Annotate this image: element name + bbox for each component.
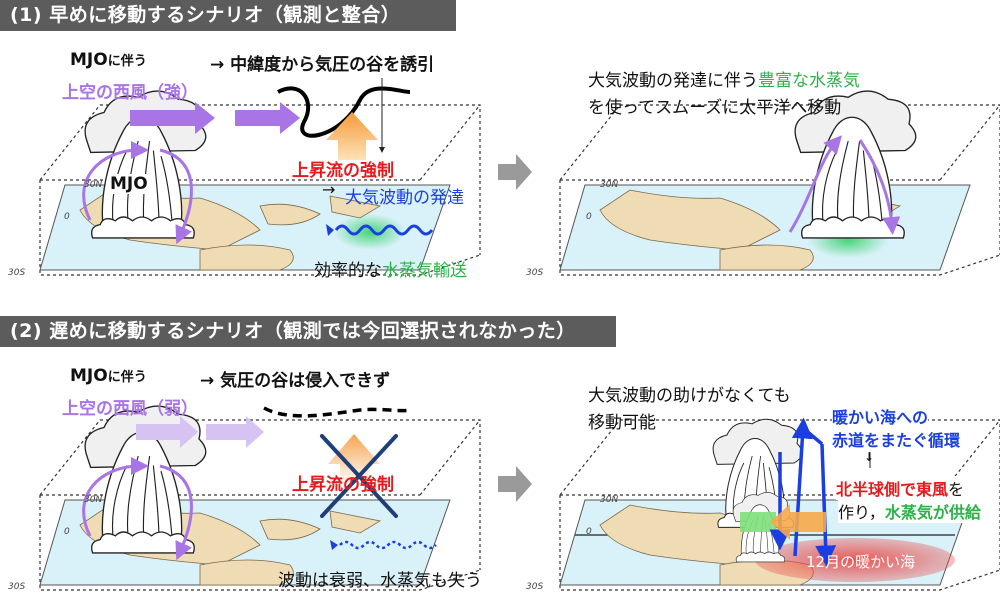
p1-mjo-cloud-label: MJO xyxy=(108,174,150,194)
panel3-weak-wave xyxy=(330,540,437,550)
p4-nh-line: 北半球側で東風を xyxy=(836,476,965,500)
p1-lat-30n: 30N xyxy=(84,180,103,190)
p1-wave-label: 大気波動の発達 xyxy=(345,188,464,208)
p3-trough-text: → 気圧の谷は侵入できず xyxy=(200,371,391,391)
panel3-cross-mark xyxy=(320,434,398,518)
p4-line2: 移動可能 xyxy=(588,413,656,433)
p2-line1: 大気波動の発達に伴う豊富な水蒸気 xyxy=(588,66,860,91)
p4-down-arrow: ↓ xyxy=(864,450,875,464)
p4-warm-sea-label: 12月の暖かい海 xyxy=(806,553,916,571)
panel3-circulation-arrows xyxy=(82,457,193,561)
p1-updraft-label: 上昇流の強制 xyxy=(292,161,394,181)
p1-wave-arrow: → xyxy=(322,180,336,199)
panel2-circulation-arrows xyxy=(788,135,901,235)
p1-transport-green: 水蒸気輸送 xyxy=(382,261,467,281)
panel4-easterly-arrow xyxy=(770,504,826,540)
transition-arrow-2 xyxy=(498,466,532,502)
panel3-trough-dashed xyxy=(263,406,411,418)
scenario1-title: (1) 早めに移動するシナリオ（観測と整合） xyxy=(0,0,456,31)
p2-line2: を使ってスムーズに太平洋へ移動 xyxy=(588,98,842,118)
panel2-box xyxy=(559,104,1000,276)
panel1-wave xyxy=(326,224,434,236)
p1-mjo-suffix: に伴う xyxy=(107,54,147,69)
p3-lat-30s: 30S xyxy=(8,582,26,592)
panel1-circulation-arrows xyxy=(82,141,193,245)
p4-line1: 大気波動の助けがなくても xyxy=(588,386,791,406)
p3-lat-30n: 30N xyxy=(84,495,103,505)
p1-lat-0: 0 xyxy=(64,212,70,222)
p1-transport-prefix: 効率的な xyxy=(314,261,382,281)
p1-transport-line: 効率的な水蒸気輸送 xyxy=(314,256,467,281)
panel1-updraft-arrow xyxy=(326,112,378,160)
p4-nh-suffix: を xyxy=(948,480,965,499)
p4-supply-line: 作り，水蒸気が供給 xyxy=(838,499,981,523)
p4-lat-30s: 30S xyxy=(526,582,544,592)
p4-lat-30n: 30N xyxy=(600,495,619,505)
p4-warm-sea-2: 赤道をまたぐ循環 xyxy=(832,427,961,451)
panel4-warm-sea xyxy=(755,538,955,582)
p4-nh-red: 北半球側で東風 xyxy=(836,480,949,499)
p3-mjo-suffix: に伴う xyxy=(107,370,147,385)
p1-trough-text: → 中緯度から気圧の谷を誘引 xyxy=(210,55,435,75)
p3-updraft-label: 上昇流の強制 xyxy=(292,475,394,495)
scenario2-title: (2) 遅めに移動するシナリオ（観測では今回選択されなかった） xyxy=(0,316,616,347)
p2-lat-30n: 30N xyxy=(600,180,619,190)
p3-mjo-line: MJOに伴う xyxy=(70,366,147,386)
transition-arrow-1 xyxy=(498,154,532,190)
panel3-westerly-arrows xyxy=(136,416,264,448)
p2-line1-green: 豊富な水蒸気 xyxy=(758,71,860,91)
panel3-updraft-arrow xyxy=(328,434,380,485)
p4-lat-0: 0 xyxy=(586,527,592,537)
p1-mjo-prefix: MJO xyxy=(70,50,108,70)
panel1-moisture-glow xyxy=(334,214,406,250)
panel1-westerly-arrows xyxy=(130,102,300,134)
p3-weak-wave-label: 波動は衰弱、水蒸気も失う xyxy=(278,571,482,591)
p4-warm-sea-1: 暖かい海への xyxy=(832,404,929,428)
p4-supply-green: 水蒸気が供給 xyxy=(884,503,981,522)
p3-mjo-prefix: MJO xyxy=(70,366,108,386)
p2-lat-0: 0 xyxy=(586,212,592,222)
p3-westerly-label: 上空の西風（弱） xyxy=(62,399,198,419)
panel4-moisture-box xyxy=(740,512,776,532)
p2-line1-prefix: 大気波動の発達に伴う xyxy=(588,71,758,91)
p1-westerly-label: 上空の西風（強） xyxy=(62,83,198,103)
p1-mjo-line: MJOに伴う xyxy=(70,50,147,70)
p1-lat-30s: 30S xyxy=(8,268,26,278)
p2-lat-30s: 30S xyxy=(526,268,544,278)
p4-make: 作り， xyxy=(838,503,885,522)
p3-lat-0: 0 xyxy=(64,527,70,537)
